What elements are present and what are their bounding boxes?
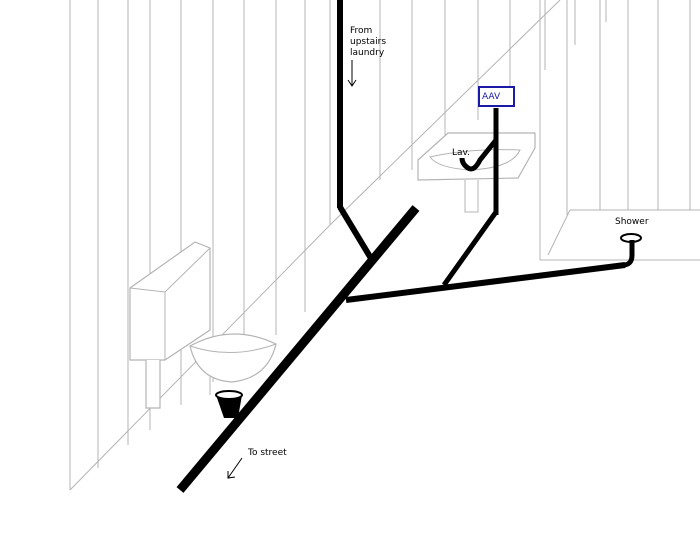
label-lav: Lav. xyxy=(452,148,470,158)
label-from: From xyxy=(350,26,372,36)
label-shower: Shower xyxy=(615,217,649,227)
aav-valve xyxy=(478,86,515,107)
left-wall-panels xyxy=(69,0,306,490)
arrows xyxy=(227,60,357,479)
lav-sink xyxy=(417,132,536,213)
label-aav: AAV xyxy=(482,92,501,102)
pipes xyxy=(176,0,635,493)
right-wall-panels xyxy=(566,0,691,215)
label-laundry: laundry xyxy=(350,48,385,58)
label-upstairs: upstairs xyxy=(350,37,386,47)
label-to-street: To street xyxy=(247,448,287,458)
toilet xyxy=(129,241,277,409)
